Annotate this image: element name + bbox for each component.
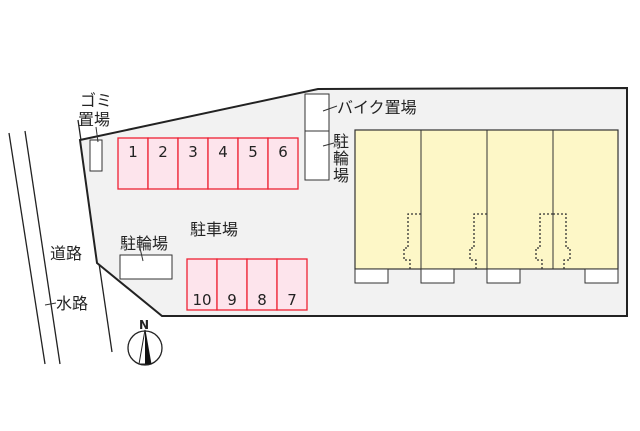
- balcony: [584, 268, 619, 284]
- parking-space: [237, 137, 269, 190]
- garbage-label-1: ゴミ: [80, 91, 112, 110]
- parking-row-top: 1 2 3 4 5 6: [117, 137, 299, 190]
- bicycle-parking-area: [119, 254, 173, 280]
- bicycle-parking-area-right: [304, 130, 330, 181]
- apartment-building: [354, 129, 619, 284]
- balcony: [354, 268, 389, 284]
- parking-space-number: 5: [248, 143, 258, 161]
- leader-line: [139, 247, 144, 262]
- parking-space: [186, 258, 218, 311]
- road-edge-line: [24, 130, 61, 365]
- parking-space: [246, 258, 278, 311]
- parking-space: [207, 137, 239, 190]
- bicycle-vertical-char: 場: [333, 166, 349, 185]
- balcony: [486, 268, 521, 284]
- parking-space-number: 10: [192, 291, 211, 309]
- parking-space: [117, 137, 149, 190]
- entrance-dashed: [553, 213, 571, 269]
- parking-space: [216, 258, 248, 311]
- parking-space-number: 2: [158, 143, 168, 161]
- road-edge-line: [8, 132, 46, 365]
- entrance-dashed: [469, 213, 487, 269]
- parking-space-number: 6: [278, 143, 288, 161]
- parking-space: [276, 258, 308, 311]
- parking-row-bottom: 10 9 8 7: [186, 258, 308, 311]
- entrance-dashed: [403, 213, 421, 269]
- parking-label: 駐車場: [190, 220, 238, 239]
- waterway-label: 水路: [56, 294, 88, 313]
- balcony: [420, 268, 455, 284]
- bicycle-vertical-char: 輪: [333, 149, 349, 168]
- north-compass-icon: N: [127, 318, 163, 366]
- parking-space-number: 3: [188, 143, 198, 161]
- entrance-dashed: [535, 213, 553, 269]
- parking-space-number: 9: [227, 291, 237, 309]
- north-label: N: [139, 318, 149, 332]
- road-label: 道路: [50, 244, 82, 263]
- motorbike-parking-label: バイク置場: [337, 98, 417, 117]
- parking-space: [267, 137, 299, 190]
- garbage-label-2: 置場: [78, 110, 110, 129]
- leader-line: [322, 142, 335, 147]
- motorbike-parking-area: [304, 93, 330, 132]
- parking-space-number: 1: [128, 143, 138, 161]
- leader-line: [95, 126, 99, 143]
- parking-space-number: 8: [257, 291, 267, 309]
- leader-line: [44, 302, 57, 306]
- parking-space-number: 4: [218, 143, 228, 161]
- bicycle-vertical-char: 駐: [333, 132, 349, 151]
- leader-line: [322, 105, 338, 112]
- garbage-area: [89, 139, 103, 172]
- parking-space-number: 7: [287, 291, 297, 309]
- bicycle-parking-label: 駐輪場: [120, 234, 168, 253]
- parking-space: [177, 137, 209, 190]
